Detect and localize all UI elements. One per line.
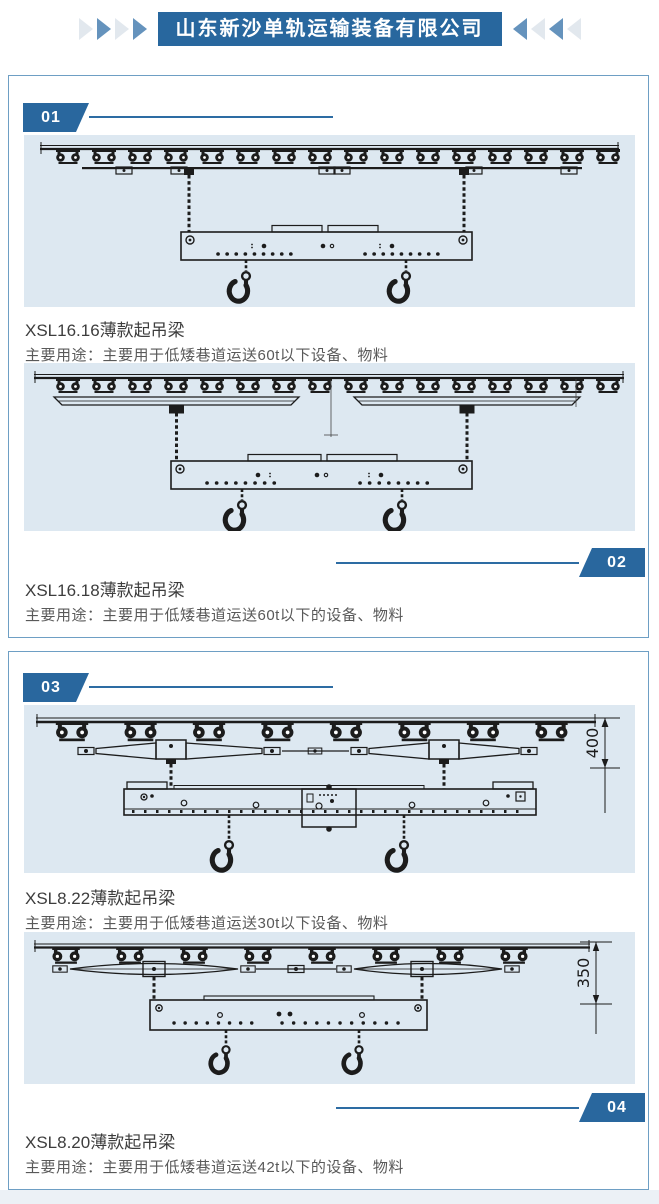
hook-icon <box>385 501 406 530</box>
diagram-xsl16-18 <box>24 363 635 531</box>
lifting-beam <box>170 453 473 490</box>
arrow-right-icon <box>78 18 93 40</box>
arrow-right-icon <box>132 18 147 40</box>
height-dimension: 350 <box>574 941 612 1034</box>
product-description: 主要用途：主要用于低矮巷道运送42t以下的设备、物料 <box>25 1159 404 1176</box>
suspension-chains <box>152 977 424 1000</box>
dimension-label: 350 <box>574 958 593 989</box>
suspension-chains <box>169 764 446 789</box>
product-title: XSL16.16薄款起吊梁 <box>25 321 185 340</box>
hook-icon <box>212 841 233 870</box>
product-number-badge: 04 <box>579 1093 645 1122</box>
company-title: 山东新沙单轨运输装备有限公司 <box>157 12 502 46</box>
badge-line <box>89 116 333 118</box>
load-spreader-beams <box>52 396 582 414</box>
monorail-track <box>36 714 596 727</box>
product-number-badge: 02 <box>579 548 645 577</box>
product-number-badge: 01 <box>23 103 89 132</box>
product-number: 03 <box>41 678 61 696</box>
product-title: XSL8.22薄款起吊梁 <box>25 889 176 908</box>
lifting-beam <box>149 995 428 1031</box>
product-number: 04 <box>607 1098 627 1116</box>
diagram-xsl16-18-drawing <box>34 371 624 531</box>
load-spreader-beams <box>77 739 538 764</box>
hooks <box>225 489 406 530</box>
arrow-right-icon <box>96 18 111 40</box>
badge-line <box>336 1107 579 1109</box>
trolley-row <box>56 149 620 164</box>
trolley-row <box>56 378 620 393</box>
dimension-guides <box>324 379 577 437</box>
badge-line <box>89 686 333 688</box>
product-title: XSL16.18薄款起吊梁 <box>25 581 185 600</box>
dimension-label: 400 <box>583 728 602 759</box>
hook-icon <box>387 841 408 870</box>
diagram-xsl8-22-drawing: 400 <box>36 714 620 873</box>
hooks <box>229 260 410 301</box>
diagram-xsl8-20-drawing: 350 <box>34 940 612 1084</box>
product-title: XSL8.20薄款起吊梁 <box>25 1133 176 1152</box>
bottom-strip <box>0 1190 659 1204</box>
product-description: 主要用途：主要用于低矮巷道运送30t以下设备、物料 <box>25 915 389 932</box>
arrow-right-icon <box>114 18 129 40</box>
lifting-beam <box>123 781 537 832</box>
suspension-chains <box>175 413 469 461</box>
trolley-row <box>52 946 528 964</box>
product-number: 02 <box>607 553 627 571</box>
product-number: 01 <box>41 108 61 126</box>
hook-icon <box>344 1046 363 1072</box>
arrow-left-icon <box>512 18 527 40</box>
diagram-xsl16-16-drawing <box>40 142 620 307</box>
hook-icon <box>229 272 250 301</box>
product-description: 主要用途：主要用于低矮巷道运送60t以下的设备、物料 <box>25 607 404 624</box>
diagram-xsl8-22: 400 <box>24 705 635 873</box>
height-dimension: 400 <box>583 717 620 813</box>
product-number-badge: 03 <box>23 673 89 702</box>
hook-icon <box>225 501 246 530</box>
product-card-1: 01 <box>8 75 649 638</box>
arrow-left-icon <box>548 18 563 40</box>
suspension-chains <box>187 175 466 232</box>
product-card-2: 03 <box>8 651 649 1190</box>
hook-icon <box>389 272 410 301</box>
diagram-xsl8-20: 350 <box>24 932 635 1084</box>
load-spreader-beams <box>52 960 520 978</box>
lifting-beam <box>180 224 473 261</box>
diagram-xsl16-16 <box>24 135 635 307</box>
badge-line <box>336 562 579 564</box>
hook-icon <box>211 1046 230 1072</box>
product-description: 主要用途：主要用于低矮巷道运送60t以下设备、物料 <box>25 347 389 364</box>
hooks <box>212 815 408 870</box>
arrow-left-icon <box>566 18 581 40</box>
trolley-row <box>55 720 568 742</box>
hooks <box>211 1030 363 1073</box>
tow-bar <box>82 166 582 175</box>
arrow-left-icon <box>530 18 545 40</box>
header-banner: 山东新沙单轨运输装备有限公司 <box>0 12 659 46</box>
